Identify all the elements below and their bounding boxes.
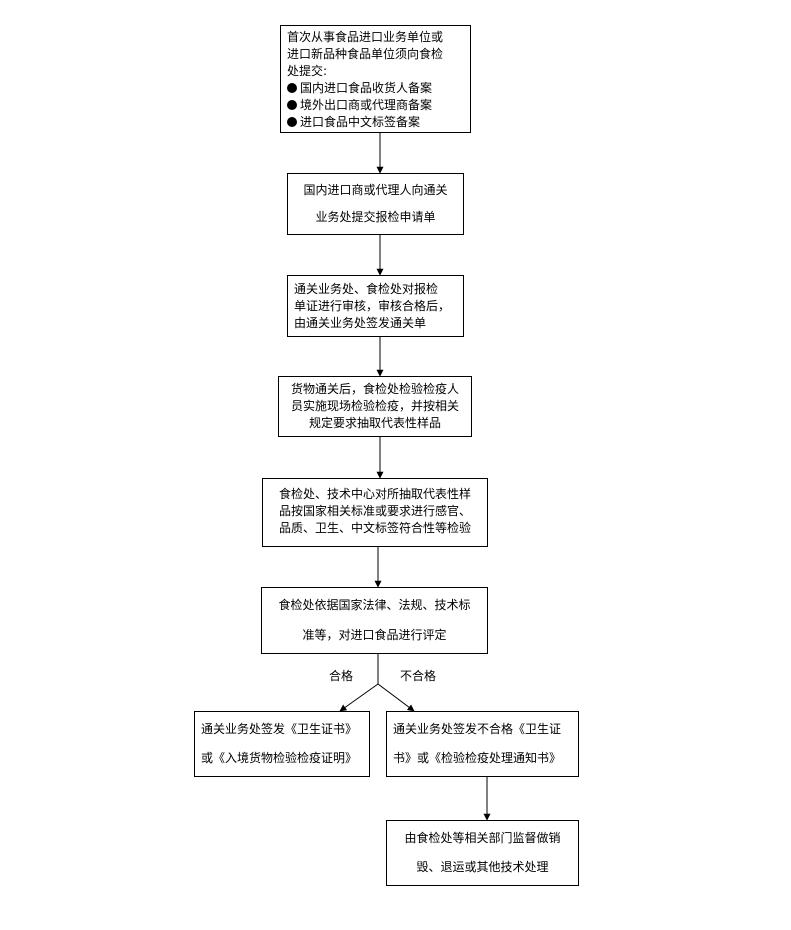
filing-item-label: 国内进口食品收货人备案 (300, 81, 433, 95)
filing-item: 进口食品中文标签备案 (287, 114, 464, 131)
filing-line-2: 进口新品种食品单位须向食检 (287, 47, 444, 61)
fail-cert-line-2: 书》或《检验检疫处理通知书》 (393, 751, 562, 765)
declaration-line-1: 国内进口商或代理人向通关 (303, 183, 448, 197)
bullet-icon (287, 83, 297, 93)
node-evaluation: 食检处依据国家法律、法规、技术标 准等，对进口食品进行评定 (261, 587, 488, 654)
node-filing: 首次从事食品进口业务单位或 进口新品种食品单位须向食检 处提交: 国内进口食品收… (280, 25, 471, 133)
filing-line-1: 首次从事食品进口业务单位或 (287, 30, 444, 44)
review-line-3: 由通关业务处签发通关单 (294, 316, 427, 330)
filing-item-label: 境外出口商或代理商备案 (300, 98, 433, 112)
lab-test-line-2: 品按国家相关标准或要求进行感官、 (278, 504, 471, 518)
filing-item: 国内进口食品收货人备案 (287, 80, 464, 97)
filing-item: 境外出口商或代理商备案 (287, 97, 464, 114)
evaluation-line-2: 准等，对进口食品进行评定 (302, 627, 447, 642)
review-line-2: 单证进行审核，审核合格后， (294, 299, 451, 313)
node-disposal: 由食检处等相关部门监督做销 毁、退运或其他技术处理 (386, 820, 579, 886)
disposal-line-1: 由食检处等相关部门监督做销 (404, 831, 561, 845)
evaluation-line-1: 食检处依据国家法律、法规、技术标 (278, 598, 471, 613)
review-line-1: 通关业务处、食检处对报检 (294, 282, 439, 296)
node-fail-cert: 通关业务处签发不合格《卫生证 书》或《检验检疫处理通知书》 (386, 711, 579, 777)
lab-test-line-3: 品质、卫生、中文标签符合性等检验 (278, 521, 471, 535)
fail-cert-line-1: 通关业务处签发不合格《卫生证 (393, 722, 562, 736)
bullet-icon (287, 100, 297, 110)
declaration-line-2: 业务处提交报检申请单 (315, 210, 436, 224)
arrow-branch-pass (339, 683, 379, 712)
node-pass-cert: 通关业务处签发《卫生证书》 或《入境货物检验检疫证明》 (194, 711, 370, 777)
branch-label-pass: 合格 (329, 669, 354, 683)
lab-test-line-1: 食检处、技术中心对所抽取代表性样 (278, 487, 471, 501)
pass-cert-line-1: 通关业务处签发《卫生证书》 (201, 722, 358, 736)
arrow-branch-fail (377, 683, 415, 712)
node-lab-test: 食检处、技术中心对所抽取代表性样 品按国家相关标准或要求进行感官、 品质、卫生、… (262, 478, 488, 547)
inspection-line-2: 员实施现场检验检疫，并按相关 (290, 399, 459, 413)
bullet-icon (287, 117, 297, 127)
node-declaration: 国内进口商或代理人向通关 业务处提交报检申请单 (287, 173, 464, 235)
branch-label-fail: 不合格 (400, 669, 437, 683)
pass-cert-line-2: 或《入境货物检验检疫证明》 (201, 751, 358, 765)
node-inspection: 货物通关后，食检处检验检疫人 员实施现场检验检疫，并按相关 规定要求抽取代表性样… (278, 376, 472, 437)
disposal-line-2: 毁、退运或其他技术处理 (416, 860, 549, 874)
inspection-line-1: 货物通关后，食检处检验检疫人 (290, 382, 459, 396)
filing-line-3: 处提交: (287, 64, 328, 78)
node-review: 通关业务处、食检处对报检 单证进行审核，审核合格后， 由通关业务处签发通关单 (287, 275, 464, 337)
filing-item-label: 进口食品中文标签备案 (300, 115, 421, 129)
inspection-line-3: 规定要求抽取代表性样品 (308, 416, 441, 430)
